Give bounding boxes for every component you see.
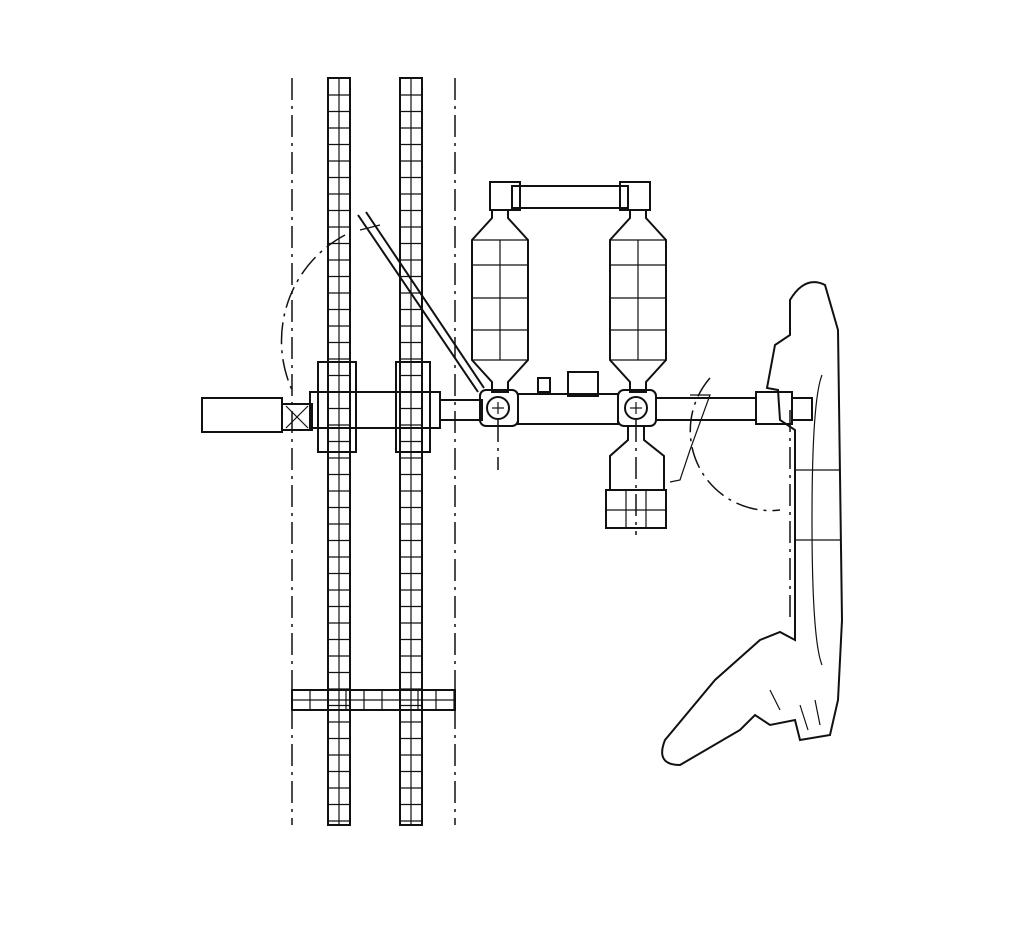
lower-module: [605, 425, 667, 529]
top-connector: [489, 181, 651, 211]
node-left: [479, 389, 519, 427]
main-boom: [201, 361, 813, 453]
habitat-module-right: [609, 209, 667, 393]
robotic-arm: [357, 211, 485, 393]
node-right: [617, 389, 657, 427]
horizontal-truss: [291, 689, 456, 711]
habitat-module-left: [471, 209, 529, 393]
centerlines: [280, 78, 791, 825]
shuttle-orbiter: [661, 281, 844, 767]
